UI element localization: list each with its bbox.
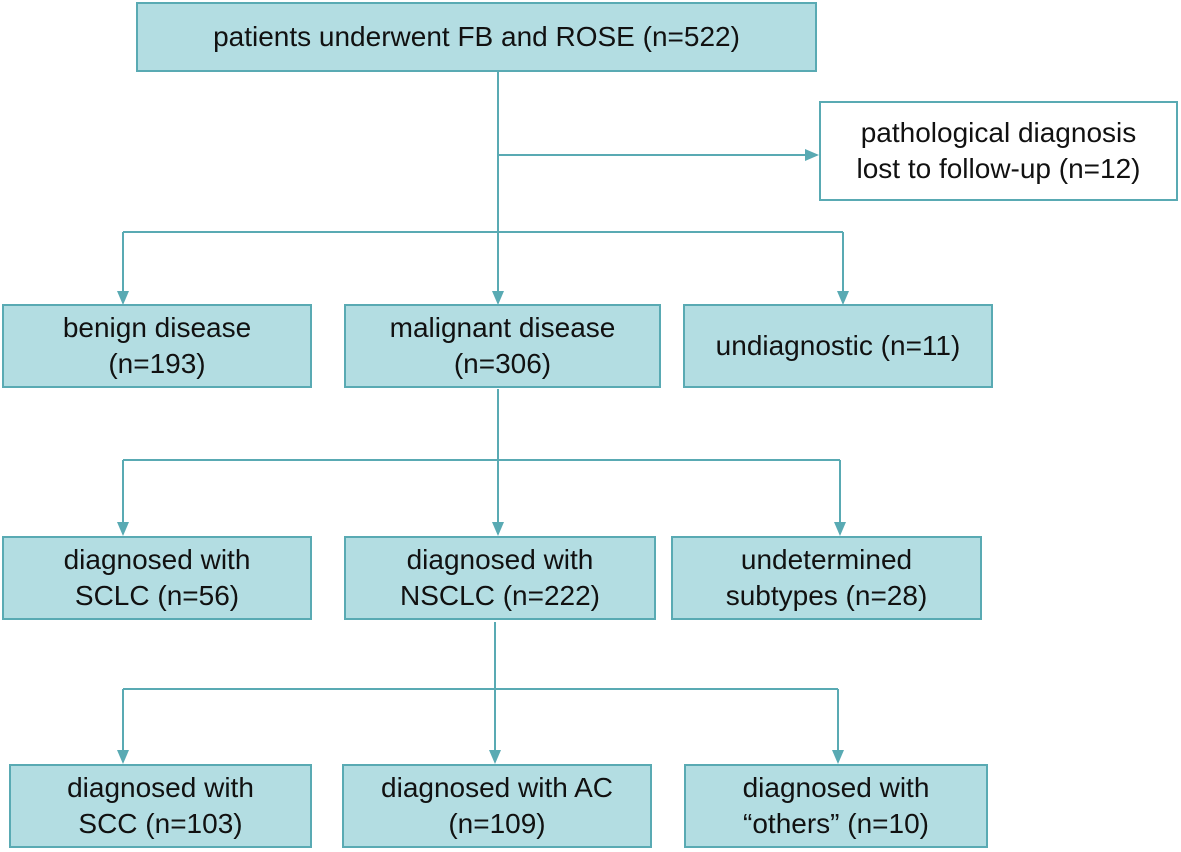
node-undetermined-subtypes: undetermined subtypes (n=28) <box>671 536 982 620</box>
node-scc-line-2: SCC (n=103) <box>78 808 243 839</box>
node-others-line-1: diagnosed with <box>742 772 930 803</box>
node-undiagnostic-line-1: undiagnostic (n=11) <box>715 330 961 361</box>
node-lost-to-follow-up: pathological diagnosis lost to follow-up… <box>819 101 1178 201</box>
node-nsclc: diagnosed with NSCLC (n=222) <box>344 536 656 620</box>
node-malignant-line-1: malignant disease <box>389 312 616 343</box>
node-sclc-line-2: SCLC (n=56) <box>74 580 240 611</box>
node-malignant-disease: malignant disease (n=306) <box>344 304 661 388</box>
node-benign-disease: benign disease (n=193) <box>2 304 312 388</box>
node-undiagnostic: undiagnostic (n=11) <box>683 304 993 388</box>
node-nsclc-line-2: NSCLC (n=222) <box>400 580 600 611</box>
node-others-line-2: “others” (n=10) <box>743 808 929 839</box>
node-scc-line-1: diagnosed with <box>67 772 254 803</box>
node-lost-line-1: pathological diagnosis <box>860 117 1137 148</box>
node-undetermined-line-1: undetermined <box>740 544 913 575</box>
node-ac: diagnosed with AC (n=109) <box>342 764 652 848</box>
node-benign-line-1: benign disease <box>62 312 252 343</box>
node-ac-line-2: (n=109) <box>448 808 546 839</box>
node-malignant-line-2: (n=306) <box>453 348 552 379</box>
node-scc: diagnosed with SCC (n=103) <box>9 764 312 848</box>
node-benign-line-2: (n=193) <box>108 348 206 379</box>
node-root-line-1: patients underwent FB and ROSE (n=522) <box>213 21 740 52</box>
node-others: diagnosed with “others” (n=10) <box>684 764 988 848</box>
node-nsclc-line-1: diagnosed with <box>406 544 594 575</box>
node-sclc: diagnosed with SCLC (n=56) <box>2 536 312 620</box>
node-lost-line-2: lost to follow-up (n=12) <box>856 153 1141 184</box>
node-root: patients underwent FB and ROSE (n=522) <box>136 2 817 72</box>
node-undetermined-line-2: subtypes (n=28) <box>725 580 928 611</box>
node-ac-line-1: diagnosed with AC <box>381 772 613 803</box>
node-sclc-line-1: diagnosed with <box>63 544 251 575</box>
